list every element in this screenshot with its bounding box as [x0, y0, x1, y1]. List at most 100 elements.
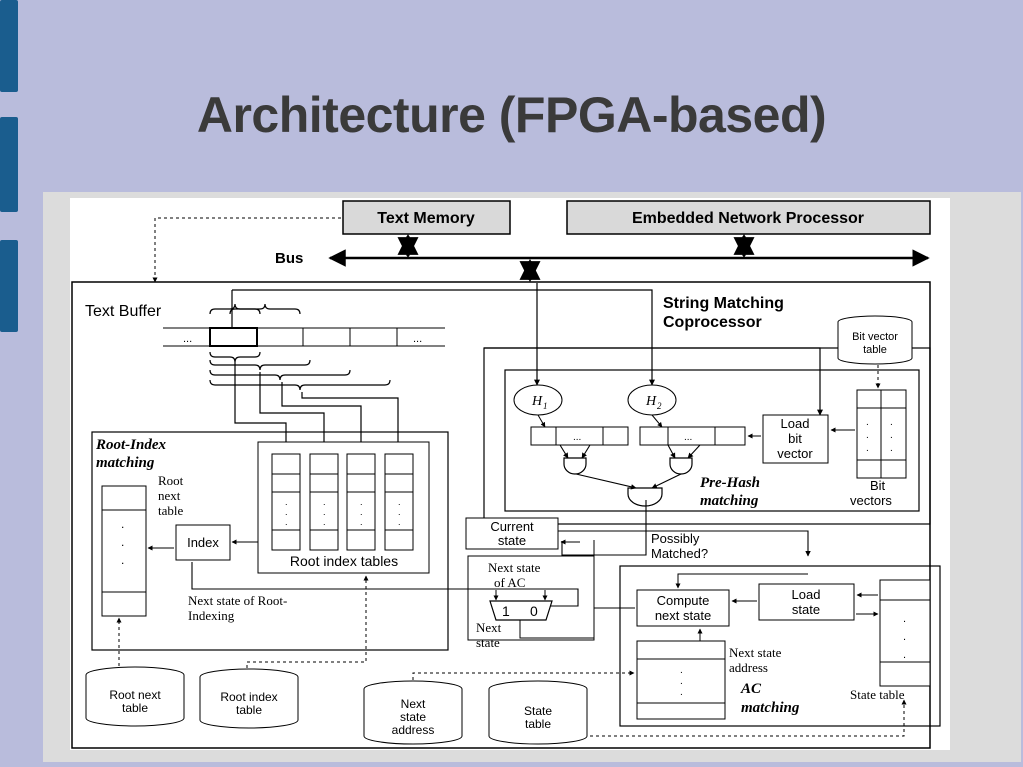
root-index-matching-label-2: matching: [96, 455, 155, 471]
state-table-db: State table: [488, 680, 588, 745]
root-index-table-db: Root index table: [199, 668, 299, 729]
root-index-db-link: [246, 575, 369, 668]
svg-text:.: .: [890, 430, 893, 441]
next-state-label: Next: [476, 620, 502, 635]
svg-text:address: address: [392, 723, 435, 737]
svg-text:state: state: [400, 710, 426, 724]
index-box: Index: [175, 524, 231, 561]
svg-text:Bit vector: Bit vector: [852, 331, 898, 343]
bit-vector-table-db: Bit vector table: [837, 315, 913, 365]
root-index-matching-label: Root-Index: [95, 437, 167, 453]
root-next-table-db: Root next table: [85, 666, 185, 727]
svg-text:.: .: [903, 649, 906, 661]
load-bit-vector-link: [484, 347, 823, 416]
svg-text:vector: vector: [777, 446, 813, 461]
h2-hash-circle: H 2: [627, 384, 677, 416]
svg-text:.: .: [323, 497, 326, 507]
svg-text:.: .: [398, 517, 401, 527]
svg-text:.: .: [903, 631, 906, 643]
svg-text:.: .: [360, 497, 363, 507]
bit-register-2: ...: [639, 426, 746, 446]
ac-address-table: . . .: [636, 640, 726, 720]
svg-text:state: state: [792, 602, 820, 617]
bit-vectors-table: . . . . . . Bit vectors: [850, 389, 907, 508]
svg-text:H: H: [645, 394, 657, 409]
diagram-svg: Text Memory Embedded Network Processor B…: [71, 200, 941, 749]
svg-text:.: .: [866, 417, 869, 428]
svg-text:...: ...: [684, 432, 692, 443]
possibly-matched-link: [561, 500, 647, 556]
current-state-to-ac-link: [558, 530, 811, 557]
buffer-braces: [209, 303, 391, 391]
svg-text:Bit: Bit: [870, 478, 886, 493]
svg-text:Current: Current: [490, 519, 534, 534]
current-state-box: Current state: [465, 517, 559, 550]
svg-text:Root next: Root next: [109, 688, 161, 702]
svg-text:.: .: [121, 535, 124, 549]
svg-text:next state: next state: [655, 608, 711, 623]
svg-text:0: 0: [530, 603, 538, 619]
svg-text:Load: Load: [792, 587, 821, 602]
svg-text:.: .: [121, 553, 124, 567]
root-next-table: . . . Root next table: [101, 473, 184, 617]
next-state-root-label-2: Indexing: [188, 608, 235, 623]
svg-text:vectors: vectors: [850, 493, 892, 508]
ac-matching-label: AC: [740, 681, 762, 697]
svg-text:.: .: [680, 687, 683, 698]
bus-line: Bus: [275, 233, 930, 283]
svg-text:Index: Index: [187, 535, 219, 550]
text-memory-box: Text Memory: [342, 200, 511, 235]
svg-text:.: .: [285, 507, 288, 517]
load-bit-vector-box: Load bit vector: [762, 414, 829, 464]
svg-text:.: .: [866, 430, 869, 441]
buffer-to-h2-link: [232, 289, 655, 386]
possibly-matched-label-2: Matched?: [651, 546, 708, 561]
h2-to-register-link: [651, 414, 663, 428]
state-to-compute-link: [675, 573, 808, 589]
ac-matching-box: [619, 565, 941, 727]
svg-text:H: H: [531, 394, 543, 409]
svg-text:table: table: [863, 344, 887, 356]
text-memory-to-buffer-link: [152, 217, 341, 283]
svg-text:.: .: [285, 517, 288, 527]
svg-text:.: .: [360, 507, 363, 517]
slide-title: Architecture (FPGA-based): [196, 87, 827, 143]
svg-text:.: .: [398, 507, 401, 517]
svg-text:...: ...: [573, 432, 581, 443]
svg-text:state: state: [498, 533, 526, 548]
svg-text:.: .: [285, 497, 288, 507]
svg-text:.: .: [680, 665, 683, 676]
architecture-diagram: Text Memory Embedded Network Processor B…: [70, 198, 950, 750]
svg-text:Next: Next: [401, 697, 426, 711]
svg-text:1: 1: [543, 401, 548, 411]
next-state-address-db-link: [412, 670, 635, 680]
svg-text:Root: Root: [158, 473, 184, 488]
and-gates: [563, 457, 693, 507]
svg-text:Bus: Bus: [275, 250, 303, 267]
svg-text:2: 2: [657, 401, 662, 411]
svg-text:table: table: [525, 717, 551, 731]
svg-text:.: .: [680, 676, 683, 687]
svg-text:next: next: [158, 488, 181, 503]
possibly-matched-label: Possibly: [651, 531, 700, 546]
svg-text:.: .: [121, 517, 124, 531]
svg-text:.: .: [890, 443, 893, 454]
compute-next-state-box: Compute next state: [636, 589, 730, 627]
h1-hash-circle: H 1: [513, 384, 563, 416]
ac-matching-label-2: matching: [741, 700, 800, 716]
svg-text:...: ...: [413, 333, 422, 345]
bit-register-1: ...: [530, 426, 629, 446]
next-state-address-label-2: address: [729, 660, 768, 675]
svg-text:.: .: [890, 417, 893, 428]
next-state-label-2: state: [476, 635, 500, 650]
svg-text:Compute: Compute: [657, 593, 710, 608]
root-index-matching-box: [91, 431, 449, 651]
state-table: . . . State table: [850, 579, 931, 702]
svg-text:table: table: [122, 701, 148, 715]
gate-links: [559, 444, 701, 490]
svg-text:table: table: [236, 703, 262, 717]
svg-text:bit: bit: [788, 431, 802, 446]
svg-text:Embedded Network Processor: Embedded Network Processor: [632, 210, 864, 227]
svg-text:Text Buffer: Text Buffer: [85, 303, 162, 320]
text-buffer: Text Buffer ... ...: [85, 303, 445, 347]
